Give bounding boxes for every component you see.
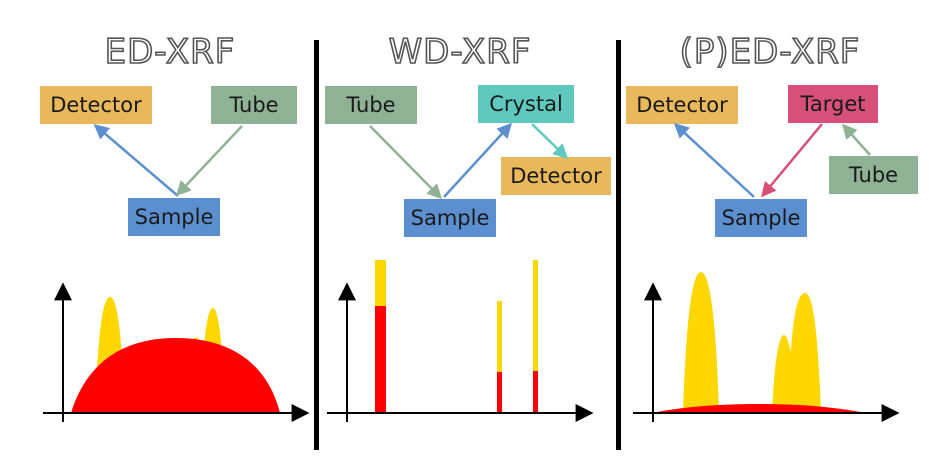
ped-peak-1 — [683, 272, 719, 412]
ed-red-background — [71, 338, 280, 413]
ped-detector-box: Detector — [626, 86, 738, 124]
wd-bar-3-red — [533, 371, 538, 413]
wd-tube-box: Tube — [325, 86, 417, 124]
ed-sample-box: Sample — [128, 198, 220, 236]
ed-detector-box: Detector — [40, 86, 152, 124]
ed-sample-to-detector-arrow — [93, 124, 179, 197]
ped-peak-2 — [772, 293, 821, 412]
panel-title-wd-xrf: WD-XRF — [388, 31, 532, 73]
ped-sample-box: Sample — [715, 199, 807, 237]
ed-tube-box: Tube — [211, 86, 297, 124]
wd-bar-2-yellow — [497, 301, 502, 413]
wd-bar-3-yellow — [533, 260, 538, 413]
ped-tube-box: Tube — [829, 156, 918, 194]
ped-red-background — [652, 403, 866, 413]
wd-bar-1-red — [375, 306, 386, 413]
panel-title-p-ed-xrf: (P)ED-XRF — [679, 31, 861, 73]
divider-left — [314, 40, 319, 450]
ped-sample-to-detector-arrow — [673, 122, 755, 198]
ed-tube-to-sample-arrow — [175, 125, 243, 197]
wd-sample-to-crystal-arrow — [443, 122, 513, 198]
wd-sample-box: Sample — [404, 199, 496, 237]
wd-crystal-to-detector-arrow — [531, 123, 569, 160]
panel-title-ed-xrf: ED-XRF — [104, 31, 236, 73]
ped-tube-to-target-arrow — [841, 123, 871, 156]
ped-target-to-sample-arrow — [761, 123, 823, 198]
ped-target-box: Target — [788, 85, 878, 123]
divider-right — [616, 40, 621, 450]
wd-bar-2-red — [497, 372, 502, 413]
wd-tube-to-sample-arrow — [369, 125, 443, 200]
wd-crystal-box: Crystal — [478, 85, 574, 123]
wd-detector-box: Detector — [501, 157, 611, 195]
